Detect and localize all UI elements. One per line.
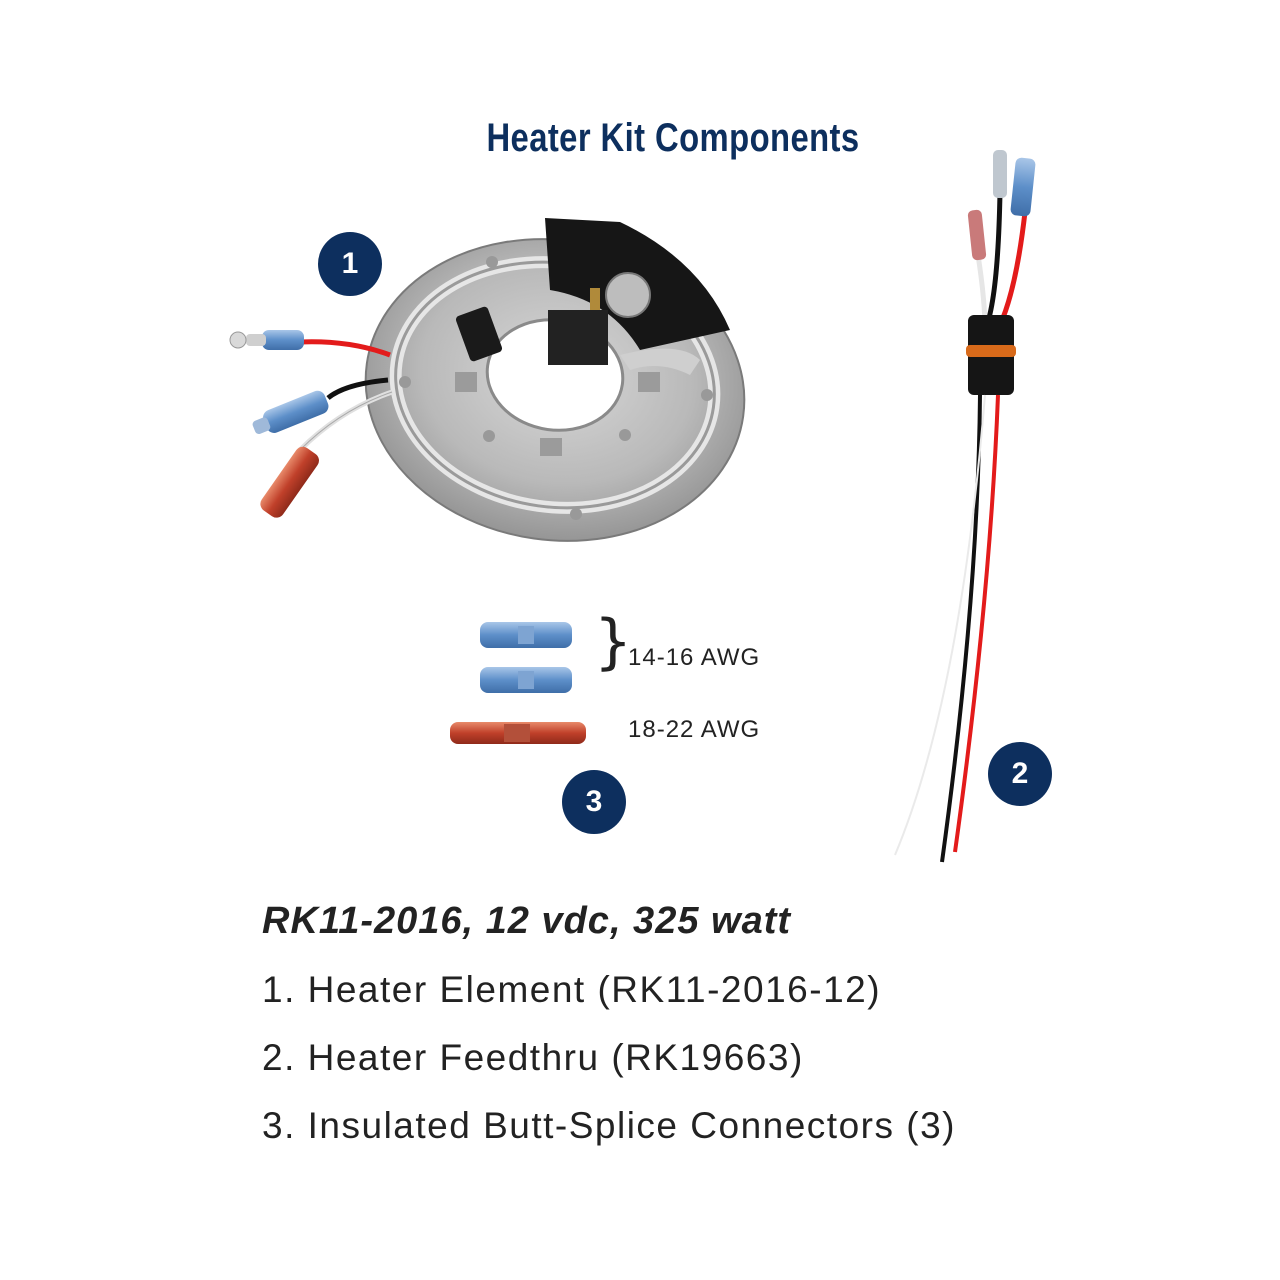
badge-butt-splice: 3 (562, 770, 626, 834)
heater-feedthru-image (894, 150, 1036, 863)
butt-splice-connectors-image (450, 622, 586, 744)
label-14-16-awg: 14-16 AWG (628, 644, 761, 671)
badge-heater-feedthru: 2 (988, 742, 1052, 806)
page-title: Heater Kit Components (486, 116, 860, 160)
brace-icon: } (594, 607, 633, 677)
spec-item: 2. Heater Feedthru (RK19663) (262, 1037, 804, 1078)
spec-model: RK11-2016, 12 vdc, 325 watt (262, 900, 792, 942)
spec-item: 3. Insulated Butt-Splice Connectors (3) (262, 1105, 956, 1146)
badge-heater-element: 1 (318, 232, 382, 296)
label-18-22-awg: 18-22 AWG (628, 716, 761, 743)
spec-item: 1. Heater Element (RK11-2016-12) (262, 969, 882, 1010)
spec-list: RK11-2016, 12 vdc, 325 watt 1. Heater El… (262, 900, 1262, 1173)
heater-element-image (364, 218, 746, 542)
heater-element-wires (229, 330, 393, 518)
